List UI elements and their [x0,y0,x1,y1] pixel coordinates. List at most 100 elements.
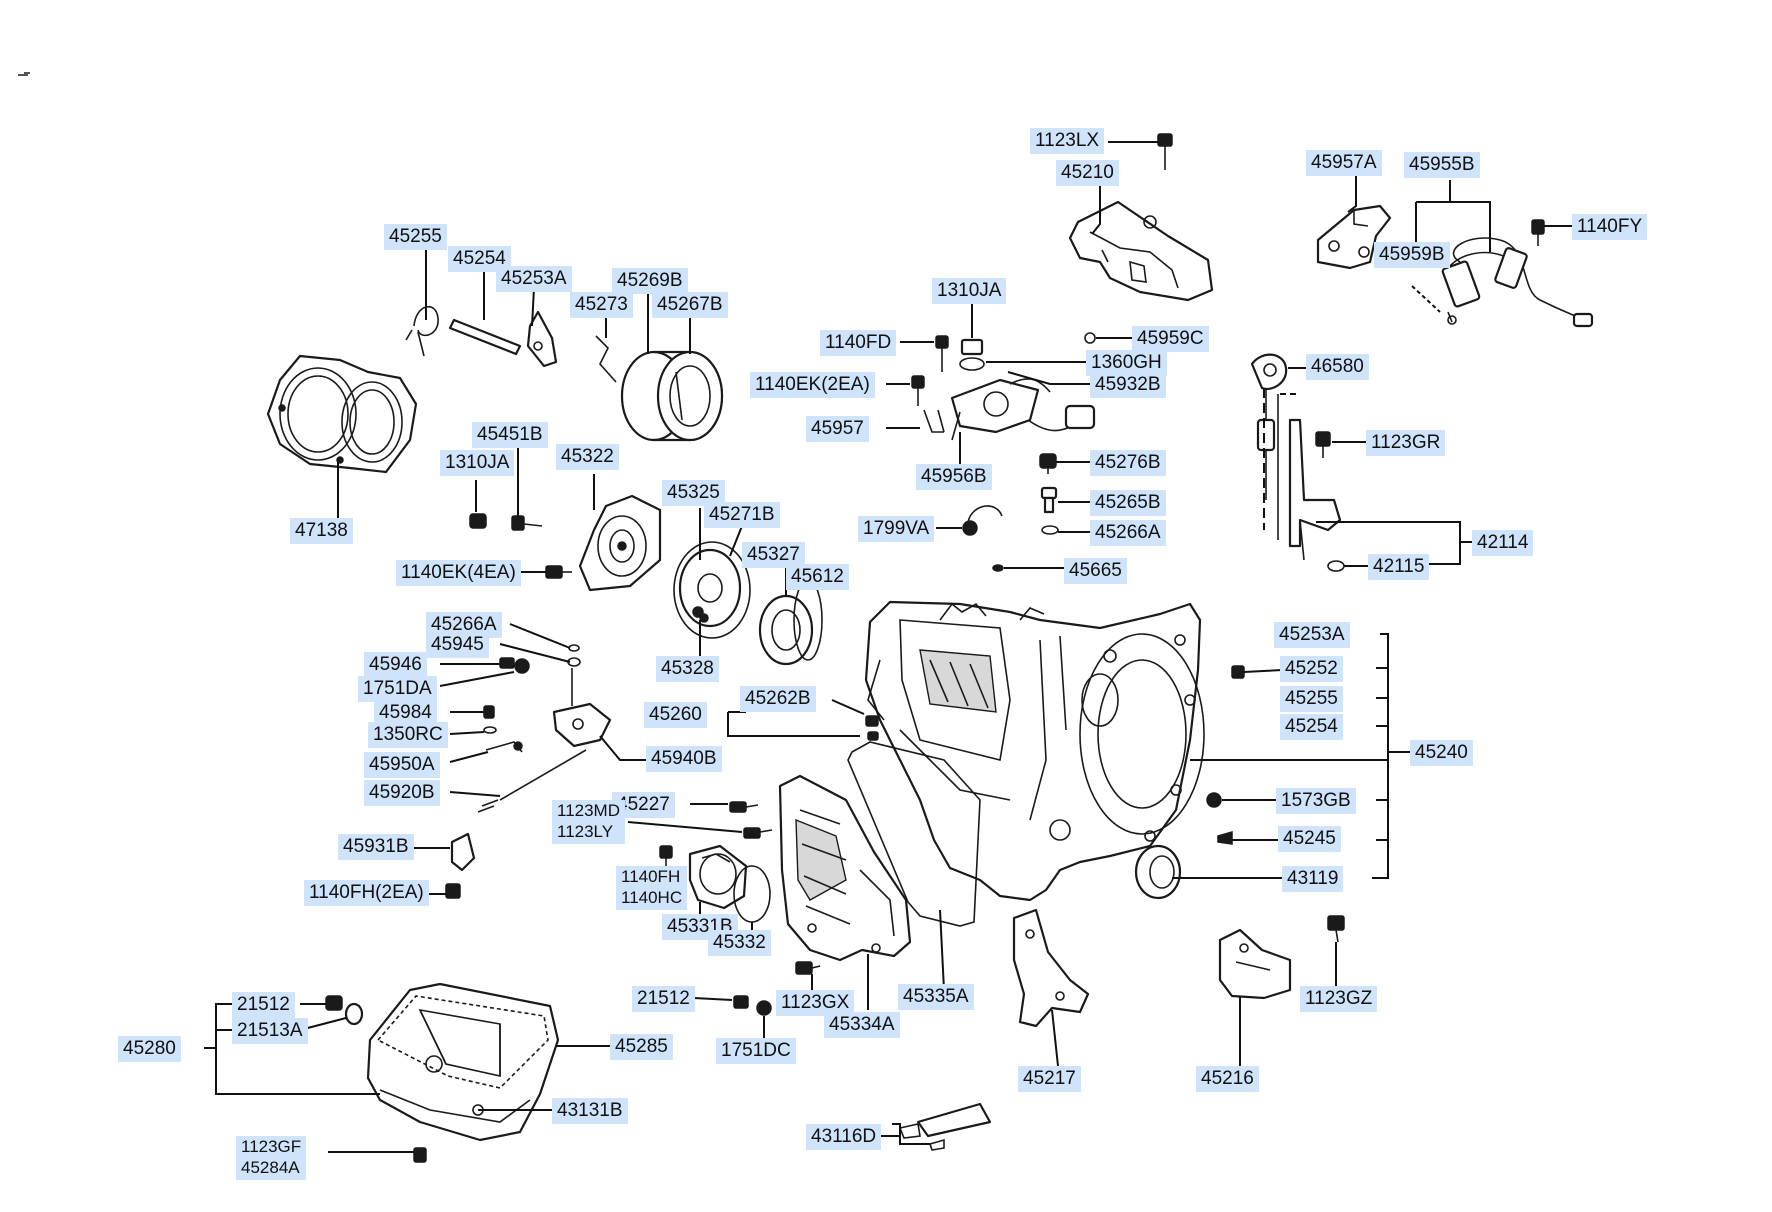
label-21512-left: 21512 [232,992,295,1018]
label-45260: 45260 [644,702,707,728]
label-45276B: 45276B [1090,450,1166,476]
lever-45940B [552,668,612,748]
bolt-1140FH-2EA [445,883,461,899]
nut-1310JA-left [469,513,487,529]
bracket-45217 [1012,908,1090,1028]
plate-45325 [678,548,742,628]
label-42115: 42115 [1368,554,1430,580]
washer-21513A [344,1002,364,1026]
washer-1751DC [756,1000,772,1016]
spring-45255 [405,306,439,357]
seal-43119 [1134,844,1182,900]
lever-45253A [526,310,558,368]
label-45335A: 45335A [898,984,974,1010]
ring-45271B [673,541,751,639]
bolt-1140FD [935,335,949,372]
cover-45322 [578,494,662,592]
label-46580: 46580 [1306,354,1369,380]
label-45956B: 45956B [916,464,992,490]
label-45217: 45217 [1018,1066,1081,1092]
label-1350RC: 1350RC [368,722,448,748]
label-45216: 45216 [1196,1066,1259,1092]
label-45262B: 45262B [740,686,816,712]
plug-21512-center [733,995,749,1009]
label-1751DA: 1751DA [358,676,437,702]
bolt-1123LX [1157,133,1173,170]
label-21513A: 21513A [232,1018,308,1044]
washer-1350RC [483,726,497,734]
label-45253A-right: 45253A [1274,622,1350,648]
label-45451B: 45451B [472,422,548,448]
bolt-1123MD [743,827,773,839]
dipstick-46580 [1250,353,1288,530]
label-45245: 45245 [1278,826,1341,852]
label-45945: 45945 [426,632,489,658]
label-45271B: 45271B [704,502,780,528]
bolt-1123GZ [1327,915,1345,943]
label-1799VA: 1799VA [858,516,935,542]
label-45210: 45210 [1056,160,1119,186]
oring-42115 [1327,560,1345,572]
label-45959C: 45959C [1132,326,1209,352]
pin-45245 [1217,831,1233,845]
bolt-1123GR [1315,431,1331,458]
plug-21512-left [325,995,343,1011]
label-45227: 45227 [612,792,675,818]
label-45328: 45328 [656,656,719,682]
label-45931B: 45931B [338,834,414,860]
sealant-43116D [898,1102,992,1151]
label-1310JA-left: 1310JA [440,450,515,476]
label-45920B: 45920B [364,780,440,806]
sensor-45265B [1040,486,1058,514]
plug-45262B [865,715,879,741]
bracket-45210 [1068,200,1214,302]
label-45254-right: 45254 [1280,714,1343,740]
label-45327: 45327 [742,542,805,568]
label-45332: 45332 [708,930,771,956]
label-45334A: 45334A [824,1012,900,1038]
label-45955B: 45955B [1404,152,1480,178]
label-1123GR: 1123GR [1366,430,1446,456]
nut-1751DA [514,658,530,674]
bracket-45931B [450,832,476,872]
shaft-45254 [448,318,522,356]
bolt-1140EK-4EA [545,565,572,579]
label-45273: 45273 [570,292,633,318]
oring-45266A-top [1041,525,1059,535]
label-45932B: 45932B [1090,372,1166,398]
pin-45984 [483,705,495,719]
gasket-45335A [847,741,981,927]
label-45253A-top: 45253A [496,266,572,292]
label-45946: 45946 [364,652,427,678]
label-45950A: 45950A [364,752,440,778]
seal-45327 [758,594,814,666]
label-1140EK-2EA: 1140EK(2EA) [750,372,875,398]
bolt-1123GX [795,961,821,975]
label-1123GX: 1123GX [776,990,855,1016]
label-1573GB: 1573GB [1276,788,1356,814]
leader-lines [204,141,1576,1153]
bolt-45227 [729,801,759,813]
label-45957A: 45957A [1306,150,1382,176]
stud-45451B [511,515,543,531]
stray-mark [18,72,30,76]
label-1140HC: 1140HC [621,888,683,907]
label-47138: 47138 [290,518,353,544]
label-43116D: 43116D [806,1124,882,1150]
clip-45273 [595,335,617,383]
label-43119: 43119 [1282,866,1344,892]
label-1140EK-4EA: 1140EK(4EA) [396,560,521,586]
label-1140FH-2EA: 1140FH(2EA) [304,880,429,906]
oring-45266A-left [568,644,580,652]
link-45950A [485,741,523,753]
label-45255-top: 45255 [384,224,447,250]
bolt-45946 [499,657,515,669]
label-45325: 45325 [662,480,725,506]
label-1310JA-top: 1310JA [932,278,1007,304]
label-1360GH: 1360GH [1086,350,1167,376]
bolt-45252 [1231,665,1245,679]
